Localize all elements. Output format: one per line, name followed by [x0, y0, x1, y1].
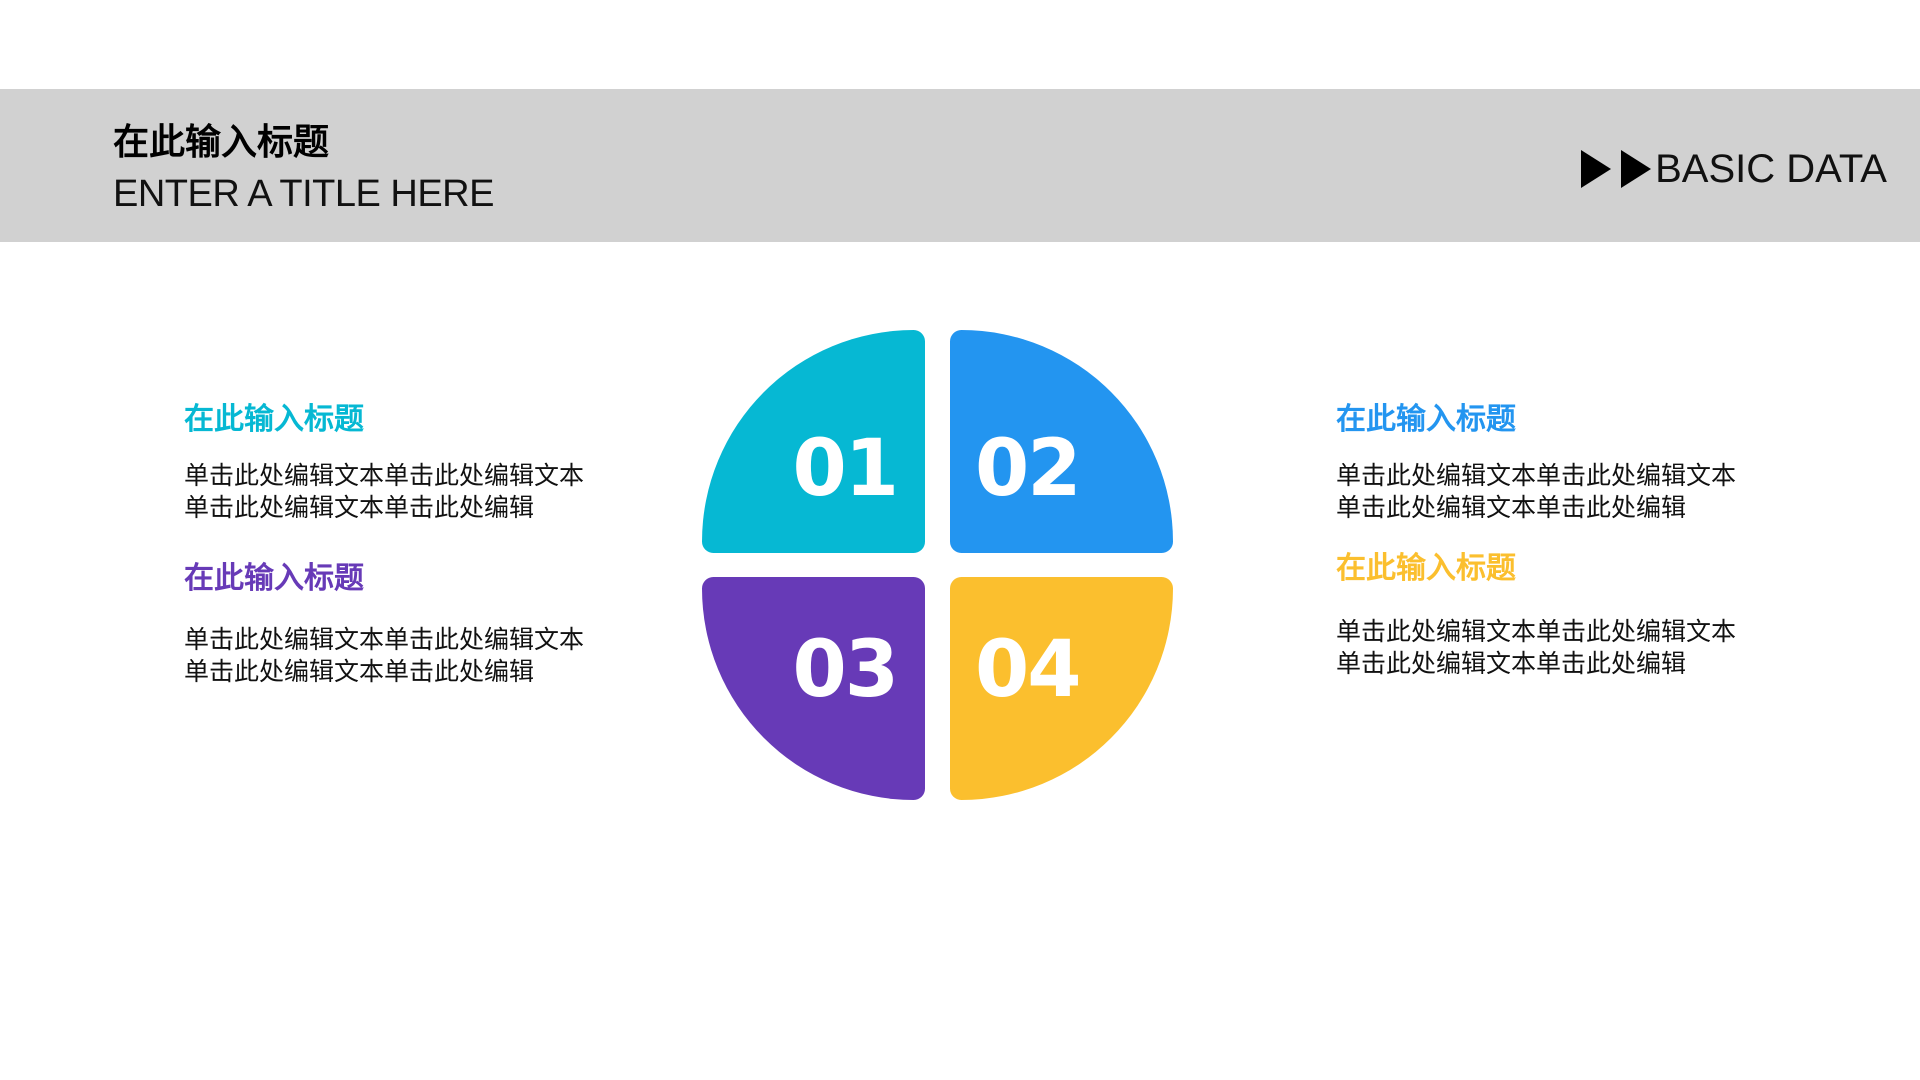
block-heading[interactable]: 在此输入标题	[1336, 551, 1516, 586]
text-block-01: 在此输入标题 单击此处编辑文本单击此处编辑文本 单击此处编辑文本单击此处编辑	[184, 400, 644, 524]
body-line: 单击此处编辑文本单击此处编辑文本	[1336, 461, 1737, 490]
quadrant-number: 04	[975, 625, 1082, 715]
section-tag-label: BASIC DATA	[1655, 146, 1887, 191]
play-arrow-icon	[1621, 150, 1652, 188]
text-block-02: 在此输入标题 单击此处编辑文本单击此处编辑文本 单击此处编辑文本单击此处编辑	[1336, 400, 1796, 524]
body-line: 单击此处编辑文本单击此处编辑	[1336, 493, 1687, 522]
quadrant-03[interactable]: 03	[702, 577, 925, 800]
body-line: 单击此处编辑文本单击此处编辑文本	[1336, 617, 1737, 646]
quadrant-04[interactable]: 04	[950, 577, 1173, 800]
block-heading[interactable]: 在此输入标题	[184, 402, 364, 437]
quadrant-01[interactable]: 01	[702, 330, 925, 553]
section-tag: BASIC DATA	[1581, 144, 1887, 194]
block-body[interactable]: 单击此处编辑文本单击此处编辑文本 单击此处编辑文本单击此处编辑	[184, 624, 644, 688]
quadrant-number: 02	[975, 424, 1082, 514]
block-heading[interactable]: 在此输入标题	[184, 561, 364, 596]
page-subtitle[interactable]: ENTER A TITLE HERE	[113, 173, 494, 215]
body-line: 单击此处编辑文本单击此处编辑	[184, 657, 535, 686]
quadrant-02[interactable]: 02	[950, 330, 1173, 553]
body-line: 单击此处编辑文本单击此处编辑	[184, 493, 535, 522]
quadrant-number: 01	[792, 424, 899, 514]
quadrant-number: 03	[792, 625, 899, 715]
block-body[interactable]: 单击此处编辑文本单击此处编辑文本 单击此处编辑文本单击此处编辑	[1336, 616, 1796, 680]
text-block-04: 在此输入标题 单击此处编辑文本单击此处编辑文本 单击此处编辑文本单击此处编辑	[1336, 549, 1796, 680]
page-title[interactable]: 在此输入标题	[113, 122, 330, 163]
block-heading[interactable]: 在此输入标题	[1336, 402, 1516, 437]
body-line: 单击此处编辑文本单击此处编辑文本	[184, 625, 585, 654]
double-play-arrow-icon	[1581, 150, 1653, 188]
block-body[interactable]: 单击此处编辑文本单击此处编辑文本 单击此处编辑文本单击此处编辑	[184, 460, 644, 524]
block-body[interactable]: 单击此处编辑文本单击此处编辑文本 单击此处编辑文本单击此处编辑	[1336, 460, 1796, 524]
play-arrow-icon	[1581, 150, 1612, 188]
body-line: 单击此处编辑文本单击此处编辑	[1336, 649, 1687, 678]
text-block-03: 在此输入标题 单击此处编辑文本单击此处编辑文本 单击此处编辑文本单击此处编辑	[184, 559, 644, 688]
body-line: 单击此处编辑文本单击此处编辑文本	[184, 461, 585, 490]
